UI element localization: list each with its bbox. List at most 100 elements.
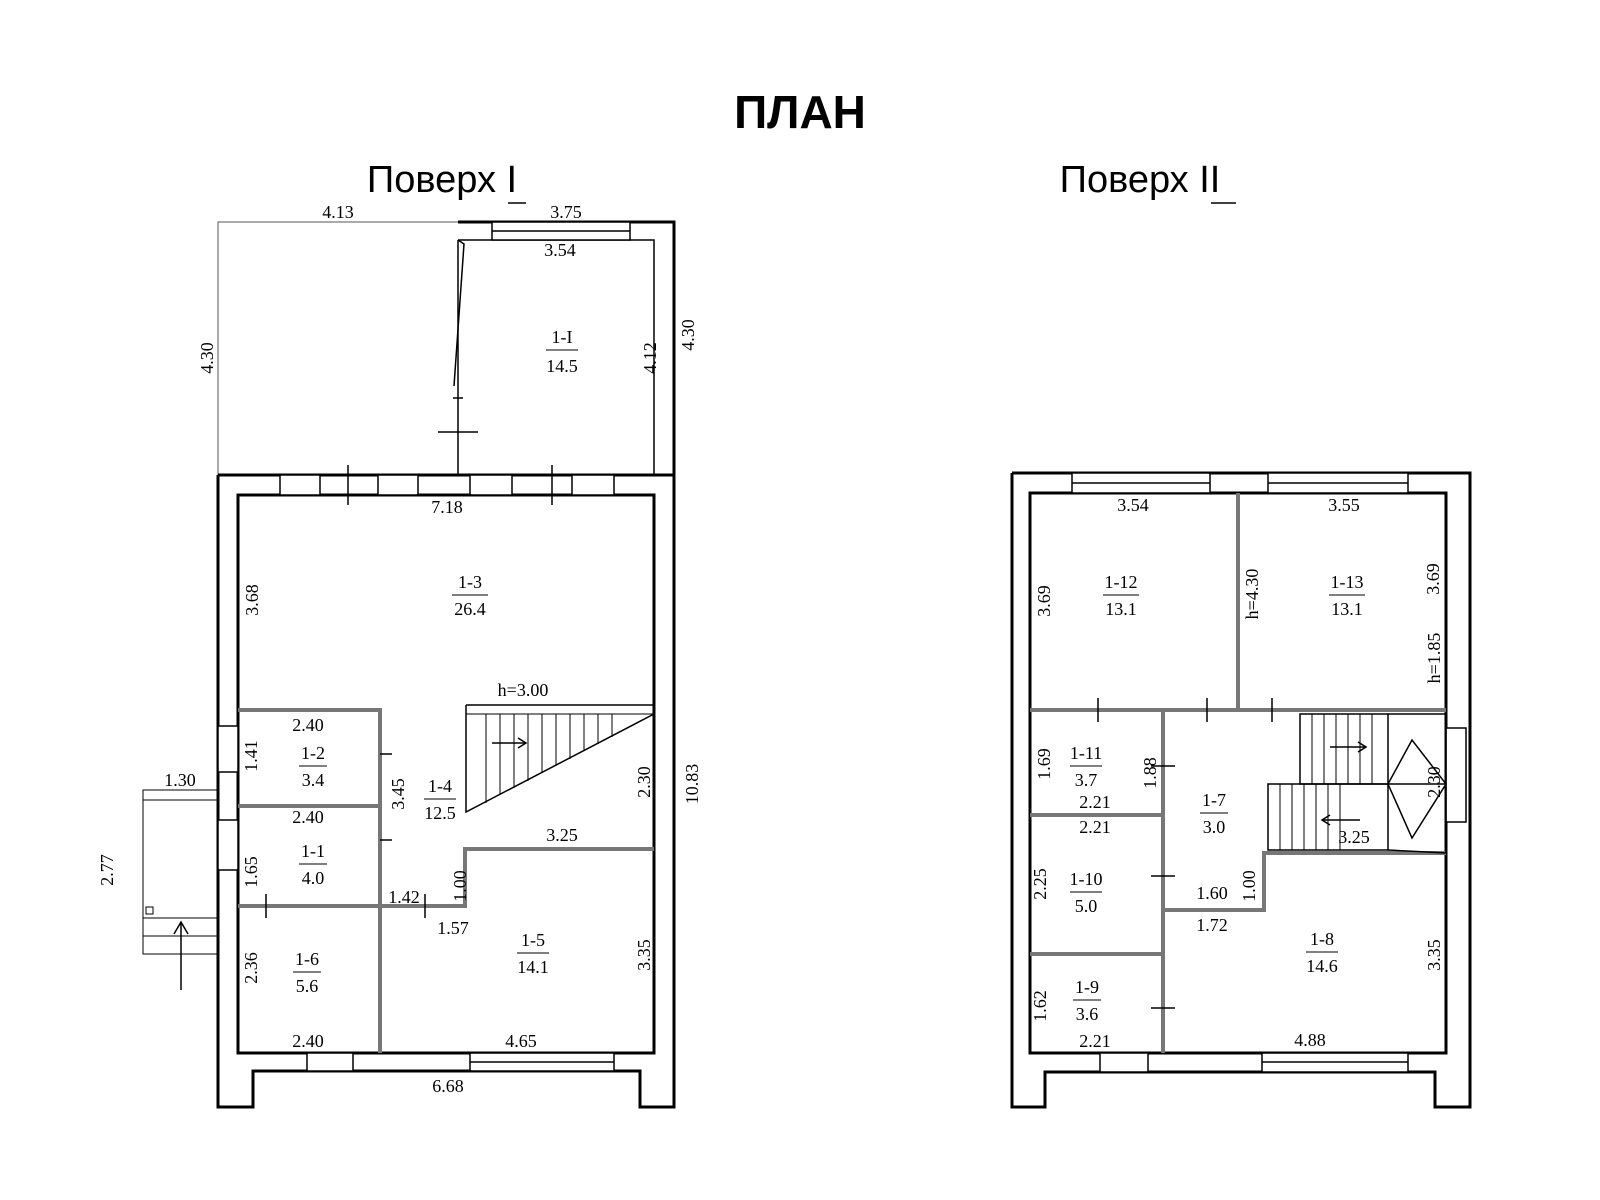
stair-arrow-head bbox=[1357, 741, 1368, 753]
stairs-floor1 bbox=[465, 704, 655, 814]
dimension-label: 1.41 bbox=[241, 740, 261, 772]
room-id: 1-4 bbox=[428, 776, 452, 796]
dimension-label: 1.65 bbox=[241, 856, 261, 888]
room-area: 14.6 bbox=[1306, 956, 1338, 976]
dimension-label: 3.45 bbox=[388, 778, 408, 810]
room-id: 1-1 bbox=[301, 841, 325, 861]
window bbox=[469, 474, 513, 496]
dimension-label: 1.30 bbox=[164, 770, 196, 790]
room-area: 3.4 bbox=[302, 770, 325, 790]
room-label-1-2: 1-2 3.4 bbox=[299, 743, 327, 790]
dimension-label: 2.21 bbox=[1079, 817, 1111, 837]
dimension-label: 3.68 bbox=[242, 584, 262, 616]
window bbox=[377, 474, 419, 496]
dimension-label: 3.35 bbox=[634, 939, 654, 971]
room-area: 4.0 bbox=[302, 868, 325, 888]
room-id: 1-I bbox=[552, 327, 573, 347]
dimension-label: 4.88 bbox=[1294, 1030, 1326, 1050]
room-area: 3.7 bbox=[1075, 770, 1098, 790]
dimension-label: 1.00 bbox=[1239, 870, 1259, 902]
room-area: 14.5 bbox=[546, 356, 578, 376]
room-label-1-I: 1-I 14.5 bbox=[546, 327, 578, 376]
dimension-label: 2.21 bbox=[1079, 1031, 1111, 1051]
window bbox=[279, 474, 321, 496]
room-label-1-12: 1-12 13.1 bbox=[1103, 572, 1139, 619]
window bbox=[217, 819, 239, 871]
room-area: 12.5 bbox=[424, 803, 456, 823]
dimension-label: 1.69 bbox=[1034, 748, 1054, 780]
dimension-label: 1.72 bbox=[1196, 915, 1228, 935]
stair-arrow-head bbox=[1320, 814, 1331, 826]
dimension-label: h=4.30 bbox=[1242, 569, 1262, 620]
room-id: 1-8 bbox=[1310, 929, 1334, 949]
room-id: 1-3 bbox=[458, 572, 482, 592]
stair-flight bbox=[1299, 713, 1389, 785]
dimension-label: 7.18 bbox=[431, 497, 463, 517]
terrace-outline bbox=[217, 221, 458, 475]
room-id: 1-2 bbox=[301, 743, 325, 763]
dimension-label: 6.68 bbox=[432, 1076, 464, 1096]
door-swing bbox=[453, 239, 465, 387]
dimension-label: 3.35 bbox=[1424, 939, 1444, 971]
floor1-outer-wall bbox=[216, 473, 676, 1109]
window bbox=[217, 725, 239, 773]
room-area: 26.4 bbox=[454, 599, 486, 619]
floor1-plan: 1-I 14.5 1-3 26.4 1-2 3.4 1-1 4.0 1-4 12… bbox=[97, 202, 702, 1109]
dimension-label: 3.69 bbox=[1034, 585, 1054, 617]
room-id: 1-7 bbox=[1202, 790, 1226, 810]
dimension-label: 4.30 bbox=[678, 319, 698, 351]
room-area: 5.6 bbox=[296, 976, 319, 996]
dimension-label: 1.00 bbox=[450, 870, 470, 902]
room-area: 13.1 bbox=[1105, 599, 1137, 619]
dimension-label: 1.42 bbox=[388, 887, 420, 907]
room-label-1-13: 1-13 13.1 bbox=[1329, 572, 1365, 619]
stair-arrow-head bbox=[517, 737, 528, 749]
room-label-1-7: 1-7 3.0 bbox=[1200, 790, 1228, 837]
dimension-label: 1.62 bbox=[1030, 990, 1050, 1022]
floor1-label: Поверх I bbox=[367, 159, 517, 201]
dimension-label: 4.13 bbox=[322, 202, 354, 222]
room-label-1-1: 1-1 4.0 bbox=[299, 841, 327, 888]
room-label-1-3: 1-3 26.4 bbox=[452, 572, 488, 619]
room-id: 1-13 bbox=[1331, 572, 1364, 592]
stairs-floor2 bbox=[1267, 713, 1447, 854]
window bbox=[571, 474, 615, 496]
plan-title: ПЛАН bbox=[734, 86, 866, 138]
dimension-label: 4.65 bbox=[505, 1031, 537, 1051]
dimension-label: 3.55 bbox=[1328, 495, 1360, 515]
dimension-label: 2.40 bbox=[292, 1031, 324, 1051]
room-label-1-6: 1-6 5.6 bbox=[293, 949, 321, 996]
porch-post bbox=[145, 906, 154, 915]
dimension-label: 3.54 bbox=[544, 240, 576, 260]
room-id: 1-11 bbox=[1070, 743, 1102, 763]
stair-outline bbox=[465, 705, 655, 814]
room-area: 14.1 bbox=[517, 957, 549, 977]
floor2-outer-wall bbox=[1010, 471, 1472, 1109]
partition bbox=[238, 708, 382, 1053]
dimension-label: 3.25 bbox=[546, 825, 578, 845]
entrance-porch bbox=[142, 789, 218, 990]
room-label-1-10: 1-10 5.0 bbox=[1070, 869, 1103, 916]
dimension-label: 2.30 bbox=[1424, 766, 1444, 798]
window bbox=[1099, 1052, 1149, 1073]
room-id: 1-12 bbox=[1105, 572, 1138, 592]
room-id: 1-9 bbox=[1075, 977, 1099, 997]
partition bbox=[1163, 851, 1446, 912]
dimension-label: 1.57 bbox=[437, 918, 469, 938]
floor2-plan: 1-12 13.1 1-13 13.1 1-11 3.7 1-7 3.0 1-1… bbox=[1010, 471, 1472, 1109]
window bbox=[1445, 727, 1467, 823]
dimension-label: 2.40 bbox=[292, 715, 324, 735]
room-area: 5.0 bbox=[1075, 896, 1098, 916]
dimension-label: 2.30 bbox=[634, 766, 654, 798]
dimension-label: 10.83 bbox=[682, 764, 702, 805]
room-area: 3.6 bbox=[1076, 1004, 1099, 1024]
floor1-inner-wall bbox=[236, 493, 656, 1055]
dimension-label: h=3.00 bbox=[498, 680, 549, 700]
dimension-label: 3.75 bbox=[550, 202, 582, 222]
dimension-label: 2.77 bbox=[97, 854, 117, 886]
room-id: 1-5 bbox=[521, 930, 545, 950]
room-id: 1-6 bbox=[295, 949, 319, 969]
dimension-label: 4.30 bbox=[197, 342, 217, 374]
partition bbox=[380, 847, 654, 908]
